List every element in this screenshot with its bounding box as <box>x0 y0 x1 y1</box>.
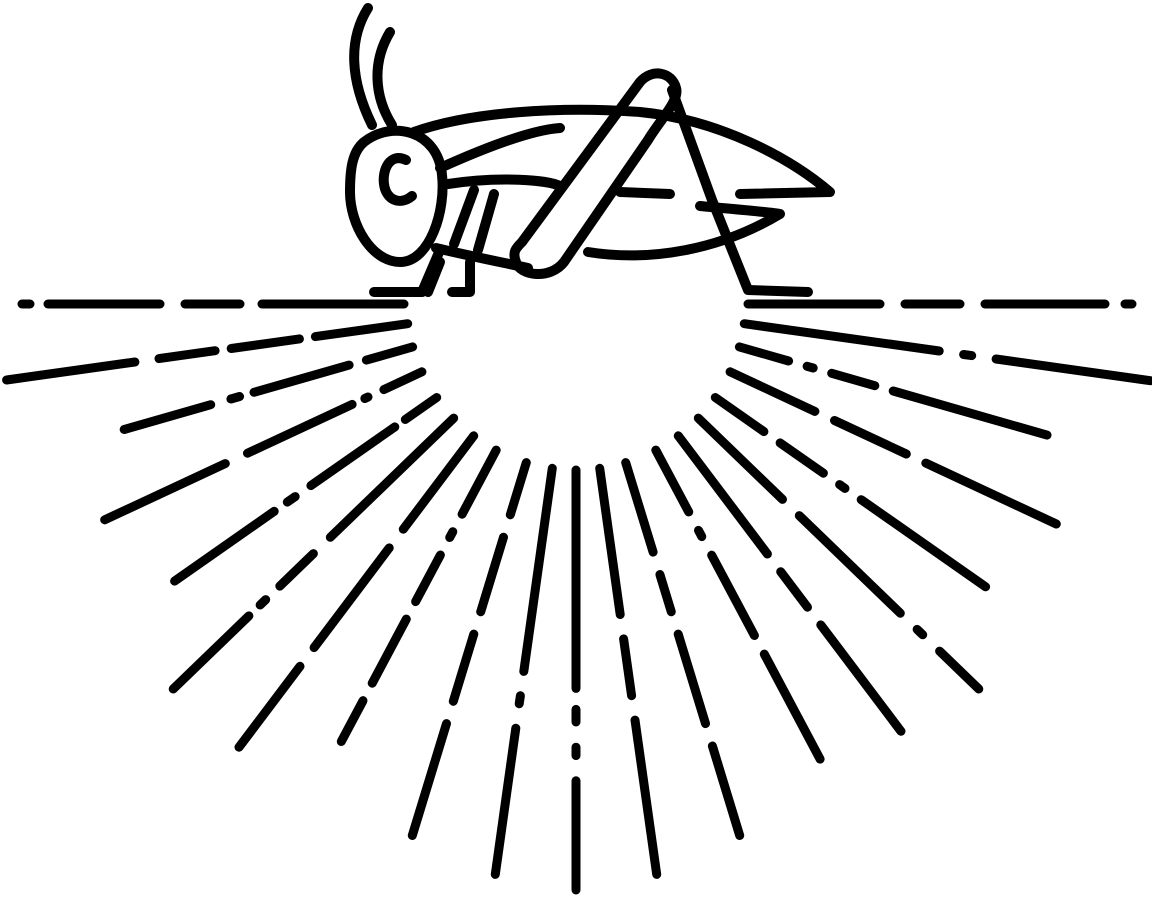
sun-ray-segment <box>935 646 984 694</box>
sun-ray-segment <box>775 438 828 478</box>
sun-ray-segment <box>707 550 759 640</box>
sun-ray-segment <box>707 741 745 840</box>
hind-shin <box>667 85 813 297</box>
mid-leg <box>423 257 445 297</box>
sun-ray-segment <box>835 480 850 493</box>
sun-ray-segment <box>827 368 880 391</box>
sun-ray-segment <box>119 400 216 434</box>
sun-ray-segment <box>630 715 662 879</box>
sun-ray-segment <box>830 416 911 459</box>
head <box>345 125 448 267</box>
sun-ray-segment <box>448 629 479 706</box>
sun-ray-segment <box>325 413 459 542</box>
eye <box>378 153 417 206</box>
sun-ray-segment <box>336 696 368 746</box>
sun-ray-segment <box>255 595 271 610</box>
sun-ray-segment <box>621 458 658 557</box>
sun-rays <box>2 319 1152 895</box>
sun-ray-segment <box>168 611 254 694</box>
sun-ray-segment <box>226 392 245 404</box>
sun-ray-segment <box>888 386 1052 440</box>
sun-ray-segment <box>619 634 637 701</box>
sun-ray-segment <box>411 550 445 607</box>
wing <box>435 123 565 173</box>
sun-ray-segment <box>249 360 354 397</box>
sun-ray-segment <box>734 342 794 366</box>
sun-ray-segment <box>361 342 418 365</box>
sun-ray-segment <box>476 532 508 617</box>
sun-ray-segment <box>816 620 906 736</box>
sun-ray-segment <box>275 549 318 591</box>
sun-ray-segment <box>490 723 521 879</box>
sun-ray-segment <box>234 661 305 752</box>
grasshopper-icon <box>345 3 835 297</box>
sun-ray-segment <box>519 463 557 676</box>
sun-ray-segment <box>407 719 451 840</box>
sun-ray-segment <box>673 629 710 729</box>
sun-ray-segment <box>912 624 928 640</box>
thorax-belly <box>443 174 565 191</box>
sun-ray-segment <box>379 367 427 395</box>
sun-ray-segment <box>154 346 220 364</box>
sun-ray-segment <box>445 527 458 542</box>
sun-ray-segment <box>802 361 818 373</box>
sun-ray-segment <box>739 319 944 356</box>
front-leg-2 <box>447 257 475 297</box>
sun-ray-segment <box>310 319 413 342</box>
sun-ray-segment <box>457 445 501 519</box>
body-upper <box>409 104 835 199</box>
sun-ray-segment <box>856 495 991 592</box>
sun-ray-segment <box>694 525 707 542</box>
antenna-left <box>349 3 377 130</box>
sun-ray-segment <box>710 393 769 437</box>
sun-ray-segment <box>360 392 373 403</box>
sun-ray-segment <box>655 570 676 617</box>
sun-ray-segment <box>309 543 394 653</box>
sun-ray-segment <box>400 393 442 424</box>
sun-ray-segment <box>693 413 787 504</box>
sun-ray-segment <box>243 399 357 458</box>
body-lower <box>615 187 675 199</box>
sun-ray-segment <box>306 422 400 491</box>
sun-ray-segment <box>794 511 905 618</box>
sun-ray-segment <box>170 506 279 586</box>
sun-ray-segment <box>100 459 230 525</box>
sun-ray-segment <box>959 350 977 361</box>
sun-ray-segment <box>367 614 411 688</box>
body-under <box>583 201 785 261</box>
sun-ray-segment <box>991 354 1152 386</box>
sun-ray-segment <box>673 431 772 559</box>
sun-ray-segment <box>921 458 1061 529</box>
sun-ray-segment <box>776 567 812 612</box>
sun-ray-segment <box>725 367 820 416</box>
hind-thigh <box>509 68 682 280</box>
sun-ray-segment <box>595 463 625 619</box>
sun-ray-segment <box>651 445 694 517</box>
antenna-right <box>372 27 397 130</box>
sun-ray-segment <box>505 458 531 520</box>
sun-ray-segment <box>514 691 525 709</box>
sun-ray-segment <box>226 334 304 353</box>
sun-ray-segment <box>759 649 825 764</box>
sun-ray-segment <box>282 492 300 507</box>
sun-ray-segment <box>398 431 479 534</box>
sun-ray-segment <box>2 357 140 385</box>
